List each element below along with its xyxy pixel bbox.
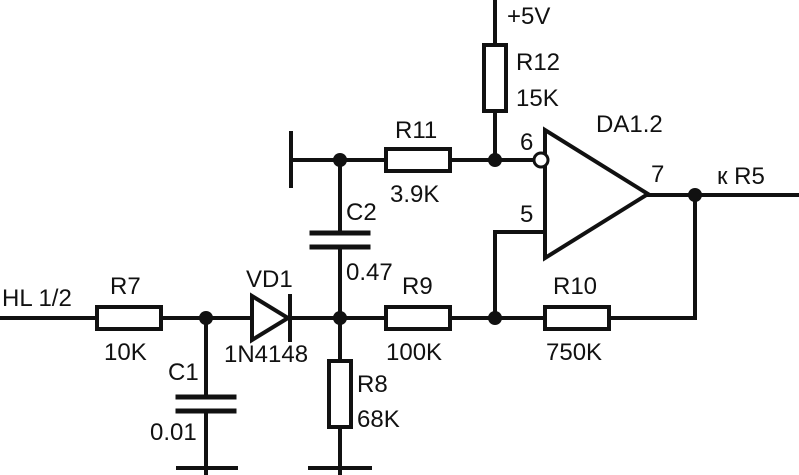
junction-dot: [488, 153, 502, 167]
opamp-triangle: [543, 126, 652, 262]
junction-dot: [333, 153, 347, 167]
r11-ref: R11: [395, 117, 437, 144]
diode-triangle: [250, 292, 292, 344]
opamp-ref: DA1.2: [596, 111, 663, 138]
junction-dot: [488, 311, 502, 325]
r8-ref: R8: [357, 371, 388, 398]
diode-vd1: [250, 292, 292, 344]
opamp-da1: [532, 126, 652, 262]
c2-ref: C2: [346, 199, 377, 226]
junction-dot: [199, 311, 213, 325]
resistor-r10: [543, 305, 611, 331]
output-label: к R5: [717, 163, 765, 190]
resistor-r9: [384, 305, 452, 331]
junctions: [199, 153, 702, 325]
r11-value: 3.9K: [390, 181, 439, 208]
r10-ref: R10: [553, 273, 597, 300]
r12-value: 15K: [516, 85, 559, 112]
input-label: HL 1/2: [2, 285, 72, 312]
capacitor-c2: [309, 230, 371, 250]
c2-value: 0.47: [346, 259, 393, 286]
pin-label-output: 7: [651, 161, 664, 188]
c1-value: 0.01: [150, 419, 197, 446]
resistor-r12: [482, 43, 508, 113]
inversion-bubble: [532, 151, 550, 169]
r7-ref: R7: [110, 273, 141, 300]
resistor-r7: [95, 305, 163, 331]
wire-pin5: [493, 230, 547, 320]
resistor-r11: [384, 147, 452, 173]
pin-label-inverting: 6: [520, 129, 533, 156]
capacitor-c1: [175, 394, 237, 414]
junction-dot: [688, 188, 702, 202]
r8-value: 68K: [357, 406, 400, 433]
r10-value: 750K: [546, 339, 602, 366]
pin-label-noninverting: 5: [520, 201, 533, 228]
vd1-value: 1N4148: [224, 341, 308, 368]
junction-dot: [333, 311, 347, 325]
r9-value: 100K: [386, 339, 442, 366]
supply-label: +5V: [507, 3, 550, 30]
labels: +5V HL 1/2 к R5 DA1.2 6 5 7 R12 15K R11 …: [2, 3, 765, 446]
c1-ref: C1: [168, 359, 199, 386]
r7-value: 10K: [104, 339, 147, 366]
r9-ref: R9: [402, 273, 433, 300]
vd1-ref: VD1: [246, 266, 293, 293]
r12-ref: R12: [516, 49, 560, 76]
resistor-r8: [327, 359, 353, 429]
